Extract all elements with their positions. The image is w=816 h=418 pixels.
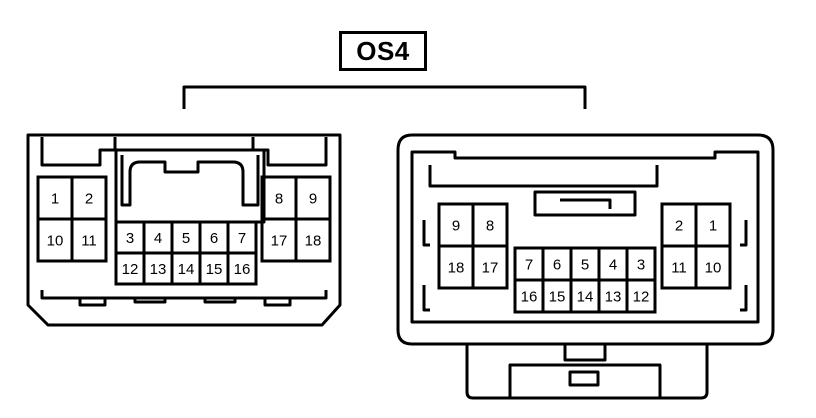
right-connector-outer-left-pin-number: 8 (486, 218, 494, 235)
right-connector-center-pin-number: 15 (549, 289, 566, 306)
connector-label-box: OS4 (339, 31, 427, 71)
left-connector-center-pin-number: 16 (234, 261, 251, 278)
left-connector-center-pin-number: 3 (126, 230, 134, 247)
left-connector-center-pin-number: 14 (178, 261, 195, 278)
right-connector-center-pin-number: 16 (521, 289, 538, 306)
left-connector-center-pin-number: 6 (210, 230, 218, 247)
right-connector-outer-left-pin-number: 18 (448, 260, 465, 277)
right-connector-center-pin-number: 7 (525, 257, 533, 274)
right-connector-center-pin-number: 12 (633, 289, 650, 306)
right-connector-outer-right-pin-number: 1 (709, 218, 717, 235)
left-connector-outer-right-pin-number: 8 (275, 191, 283, 208)
left-connector-outer-right-pin-number: 18 (305, 233, 322, 250)
right-connector-center-pin-number: 3 (637, 257, 645, 274)
right-connector-housing (396, 133, 775, 400)
left-connector-outer-left-pin-number: 11 (81, 233, 97, 250)
right-connector-outer-right-pin-number: 11 (671, 260, 687, 277)
right-connector-center-pin-number: 4 (609, 257, 617, 274)
right-connector-center-pin-number: 6 (553, 257, 561, 274)
right-connector-outer-left-pin-number: 9 (452, 218, 460, 235)
left-connector-outer-left-block: 1 2 10 11 (36, 175, 108, 263)
right-connector-center-pin-number: 5 (581, 257, 589, 274)
left-connector-outer-left-cavity-11 (70, 217, 108, 263)
left-connector-center-pin-number: 7 (238, 230, 246, 247)
right-connector-center-cavity-12 (625, 278, 657, 314)
left-connector-outer-left-pin-number: 1 (51, 191, 59, 208)
left-connector-center-cavity-16 (226, 251, 258, 286)
right-connector-center-pin-number: 14 (577, 289, 594, 306)
right-connector-outer-right-cavity-10 (694, 244, 732, 290)
left-connector-center-pin-number: 13 (150, 261, 167, 278)
left-connector-center-pin-number: 15 (206, 261, 223, 278)
label-bracket (182, 85, 587, 109)
right-connector-center-pin-number: 13 (605, 289, 622, 306)
left-connector-outer-right-cavity-18 (294, 217, 332, 263)
right-connector-outer-left-cavity-17 (471, 244, 509, 290)
left-connector-outer-right-pin-number: 9 (309, 191, 317, 208)
left-connector-outer-left-pin-number: 2 (85, 191, 93, 208)
left-connector-center-block: 3 4 5 6 7 12 13 14 15 16 (114, 220, 258, 286)
right-connector-outer-right-pin-number: 10 (705, 260, 722, 277)
left-connector-outer-right-block: 8 9 17 18 (260, 175, 332, 263)
left-connector-housing (26, 133, 342, 327)
right-connector-center-block: 7 6 5 4 3 16 15 14 13 12 (513, 246, 657, 314)
left-connector-outer-right-pin-number: 17 (271, 233, 288, 250)
left-connector-outer-left-pin-number: 10 (47, 233, 64, 250)
left-connector-center-pin-number: 4 (154, 230, 162, 247)
right-connector-outer-right-pin-number: 2 (675, 218, 683, 235)
right-connector-outer-left-block: 9 8 18 17 (437, 202, 509, 290)
connector-label: OS4 (356, 35, 410, 66)
left-connector-center-pin-number: 5 (182, 230, 190, 247)
left-connector-center-pin-number: 12 (122, 261, 139, 278)
right-connector-outer-left-pin-number: 17 (482, 260, 499, 277)
